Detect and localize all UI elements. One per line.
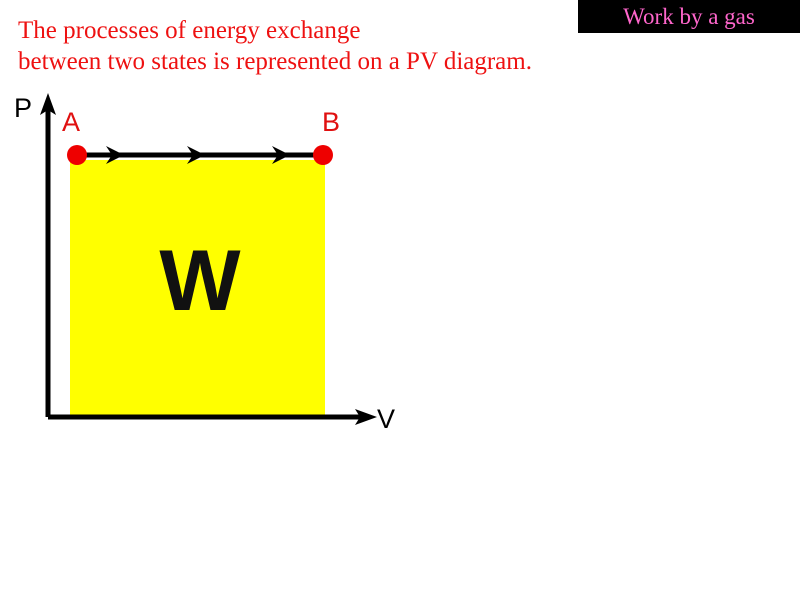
process-arrowhead-2 xyxy=(187,146,205,164)
v-axis-arrowhead xyxy=(355,409,377,425)
slide-title-banner: Work by a gas xyxy=(578,0,800,33)
process-arrowhead-3 xyxy=(272,146,290,164)
body-text-line-1: The processes of energy exchange xyxy=(18,17,361,44)
work-area-label: W xyxy=(159,233,241,329)
pv-diagram-svg: P V A B W xyxy=(14,93,395,434)
work-area-shading xyxy=(70,160,325,415)
pv-diagram: P V A B W xyxy=(0,85,420,445)
state-point-b xyxy=(313,145,333,165)
state-label-a: A xyxy=(62,107,80,137)
p-axis-arrowhead xyxy=(40,93,56,115)
slide-body-text: The processes of energy exchange between… xyxy=(18,15,718,77)
state-point-a xyxy=(67,145,87,165)
v-axis-label: V xyxy=(377,404,395,434)
slide-title-text: Work by a gas xyxy=(623,4,755,29)
process-arrowhead-1 xyxy=(106,146,124,164)
body-text-line-2: between two states is represented on a P… xyxy=(18,48,532,75)
state-label-b: B xyxy=(322,107,340,137)
p-axis-label: P xyxy=(14,93,32,123)
